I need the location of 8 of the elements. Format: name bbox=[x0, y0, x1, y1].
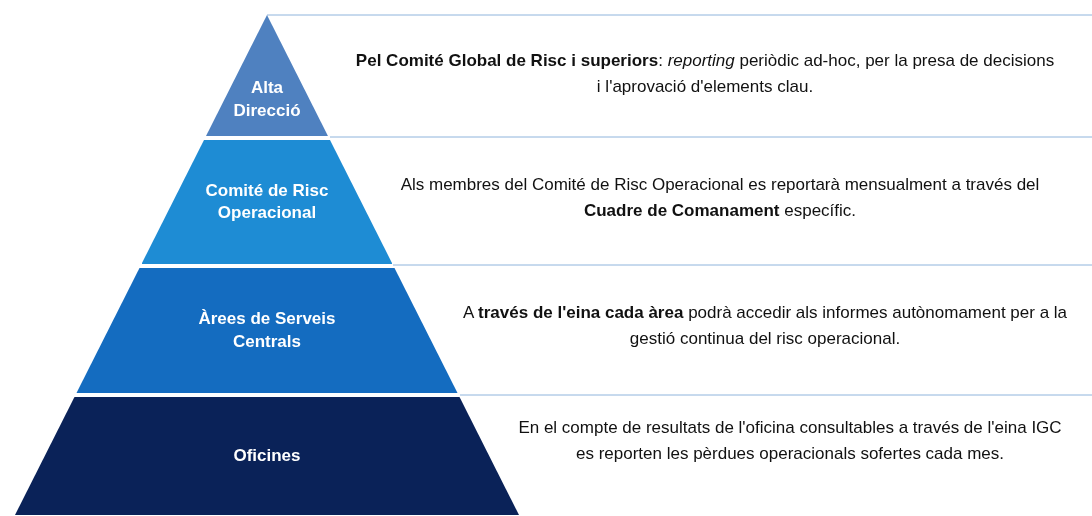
tier-label: Àrees de Serveis Centrals bbox=[197, 308, 337, 353]
description-text: Als membres del Comité de Risc Operacional es reportarà mensualment a través del Cuadre de Comanament específic. bbox=[400, 174, 1040, 222]
tier-label: Alta Direcció bbox=[232, 77, 302, 122]
description-text: Pel Comité Global de Risc i superiors: reporting periòdic ad-hoc, per la presa de decisions i l'aprovació d'elements clau. bbox=[355, 50, 1055, 98]
description-text: En el compte de resultats de l'oficina consultables a través de l'eina IGC es reporten les pèrdues operacionals sofertes cada mes. bbox=[517, 417, 1063, 465]
tier-label: Comité de Risc Operacional bbox=[204, 179, 330, 224]
description-text: A través de l'eina cada àrea podrà accedir als informes autònomament per a la gestió continua del risc operacional. bbox=[461, 302, 1069, 350]
tier-label: Oficines bbox=[233, 444, 301, 467]
